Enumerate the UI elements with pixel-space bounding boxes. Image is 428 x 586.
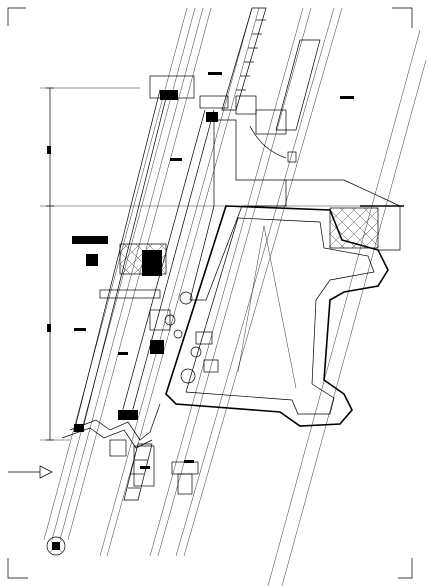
insulation-core (189, 119, 287, 301)
dimension-ticks (74, 72, 354, 469)
corner-marks (7, 7, 413, 579)
section-marker (8, 465, 66, 556)
vertical-dimension (46, 87, 54, 441)
top-connector (149, 75, 297, 163)
upper-mullion (221, 7, 321, 131)
lower-frame (61, 403, 199, 495)
mid-brackets (72, 236, 219, 384)
beam-flange-right (286, 179, 404, 251)
facade-guide-lines (43, 7, 427, 586)
horizontal-reference (40, 87, 404, 441)
lower-mullion (123, 443, 153, 501)
frame-lines (73, 89, 215, 433)
